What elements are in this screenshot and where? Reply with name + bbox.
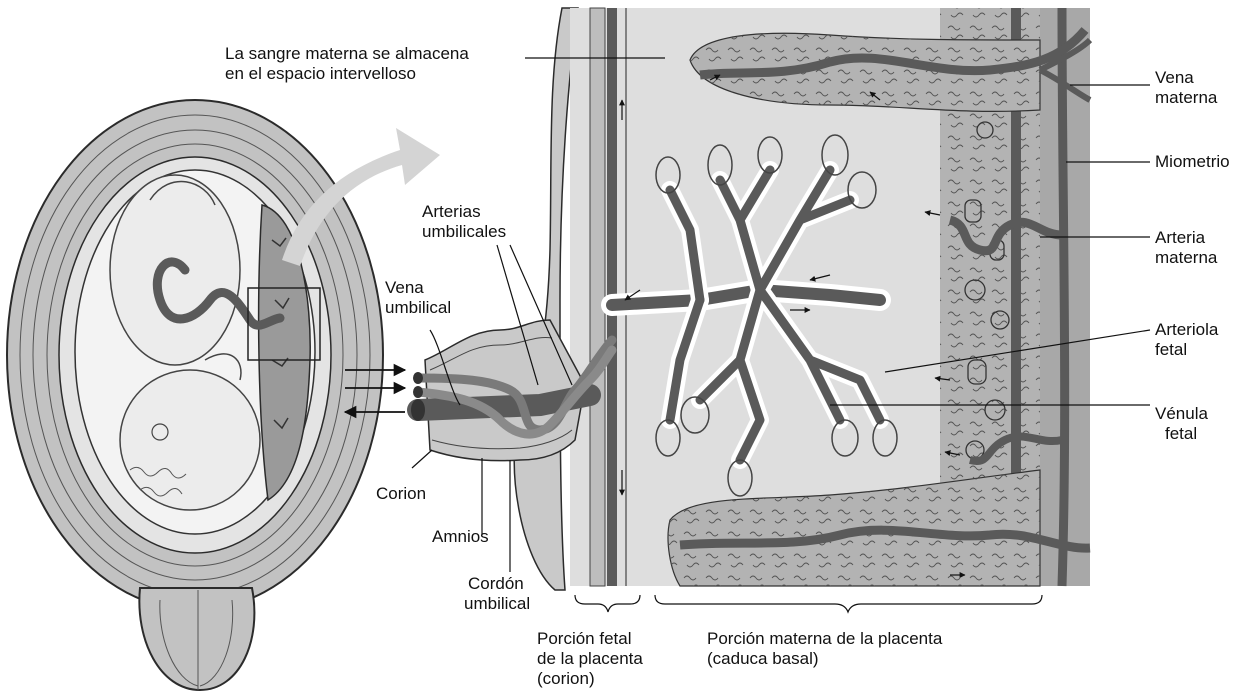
- uterus: [7, 100, 440, 690]
- label-fetal-portion: Porción fetal de la placenta (corion): [537, 629, 643, 689]
- label-myometrium: Miometrio: [1155, 152, 1230, 172]
- brace-maternal-portion: [655, 595, 1042, 612]
- label-maternal-vein: Vena materna: [1155, 68, 1217, 108]
- label-umbilical-vein: Vena umbilical: [385, 278, 451, 318]
- label-maternal-portion: Porción materna de la placenta (caduca b…: [707, 629, 942, 669]
- label-maternal-blood: La sangre materna se almacena en el espa…: [225, 44, 469, 84]
- label-umbilical-cord: Cordón umbilical: [464, 574, 530, 614]
- braces: [575, 595, 1042, 612]
- label-fetal-arteriole: Arteriola fetal: [1155, 320, 1218, 360]
- chorion-plate: [590, 8, 605, 586]
- label-maternal-artery: Arteria materna: [1155, 228, 1217, 268]
- brace-fetal-portion: [575, 595, 640, 612]
- label-umbilical-arteries: Arterias umbilicales: [422, 202, 506, 242]
- placenta-section: [514, 8, 1090, 590]
- label-fetal-venule: Vénula fetal: [1155, 404, 1208, 444]
- label-chorion: Corion: [376, 484, 426, 504]
- cervix: [139, 588, 254, 690]
- chorionic-plate-outer: [514, 8, 578, 590]
- leader-chorion: [412, 450, 432, 468]
- label-amnion: Amnios: [432, 527, 489, 547]
